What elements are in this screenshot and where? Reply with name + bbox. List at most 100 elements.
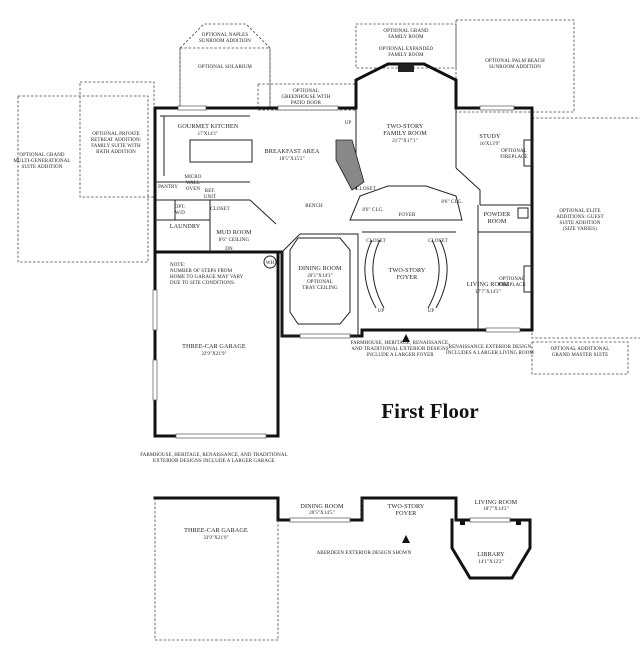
dining-dims: 20'5"X14'3" — [307, 274, 333, 279]
ab-dining-label: DINING ROOM — [300, 503, 344, 510]
garage-note-1: FARMHOUSE, HERITAGE, RENAISSANCE, AND TR… — [140, 453, 288, 458]
opt-elite-2: ADDITIONS: GUEST — [556, 215, 604, 220]
water-heater — [263, 255, 277, 269]
opt-multigen-2: MULTI-GENERATIONAL — [13, 159, 70, 164]
aberdeen-plan — [153, 496, 532, 641]
powder-label-2: ROOM — [488, 218, 507, 225]
ab-living-label: LIVING ROOM — [475, 499, 518, 506]
floor-title: First Floor — [381, 399, 478, 423]
opt-grand-family-1: OPTIONAL GRAND — [383, 29, 429, 34]
foyer-small: FOYER — [399, 213, 416, 218]
opt-naples-1: OPTIONAL NAPLES — [202, 33, 249, 38]
living-note-1: RENAISSANCE EXTERIOR DESIGN — [449, 345, 532, 350]
opt-elite-1: OPTIONAL ELITE — [559, 209, 600, 214]
opt-master-1: OPTIONAL ADDITIONAL — [551, 347, 610, 352]
ab-garage-label: THREE-CAR GARAGE — [184, 527, 248, 534]
opt-expanded-1: OPTIONAL EXPANDED — [379, 47, 434, 52]
opt-greenhouse-3: PATIO DOOR — [291, 101, 322, 106]
tray-ceiling — [289, 237, 351, 325]
optional-additions — [17, 19, 640, 375]
dn-label: DN — [225, 247, 233, 252]
fireplace-2b: FIREPLACE — [498, 283, 526, 288]
powder-label-1: POWDER — [484, 211, 511, 218]
kitchen-dims: 17'X14'1" — [198, 132, 219, 137]
fireplace-1b: FIREPLACE — [500, 155, 528, 160]
note-3: HOME TO GARAGE MAY VARY — [170, 275, 244, 280]
opt-expanded-2: FAMILY ROOM — [388, 53, 424, 58]
dining-tray-1: OPTIONAL — [307, 280, 333, 285]
ab-library-label: LIBRARY — [477, 551, 505, 558]
main-walls — [152, 62, 534, 439]
ab-dining-dims: 20'5"X14'5" — [309, 511, 335, 516]
opt-multigen-3: SUITE ADDITION — [22, 165, 63, 170]
dining-label: DINING ROOM — [298, 265, 342, 272]
ab-library-dims: 14'1"X12'2" — [478, 560, 504, 565]
opt-wd-2: W/D — [175, 211, 185, 216]
fireplace-1a: OPTIONAL — [501, 149, 527, 154]
family-label-1: TWO-STORY — [387, 123, 424, 130]
foyer-note-1: FARMHOUSE, HERITAGE, RENAISSANCE, — [350, 341, 449, 346]
breakfast-dims: 18'5"X15'2" — [279, 157, 305, 162]
up-3: UP — [428, 309, 435, 314]
dining-tray-2: TRAY CEILING — [302, 286, 338, 291]
study-dims: 16'X13'9" — [480, 142, 501, 147]
mud-ceiling: 8'6" CEILING — [219, 238, 250, 243]
family-label-2: FAMILY ROOM — [383, 130, 427, 137]
ab-foyer-1: TWO-STORY — [388, 503, 425, 510]
opt-elite-4: (SIZE VARIES) — [563, 227, 597, 232]
garage-note-2: EXTERIOR DESIGNS INCLUDE A LARGER GARAGE — [153, 459, 275, 464]
note-4: DUE TO SITE CONDITIONS. — [170, 281, 235, 286]
garage-label: THREE-CAR GARAGE — [182, 343, 246, 350]
stair-up — [335, 139, 365, 191]
opt-elite-3: SUITE ADDITION — [560, 221, 601, 226]
opt-retreat-1: OPTIONAL PRIVATE — [92, 132, 140, 137]
ref-1: REF. — [205, 189, 215, 194]
up-1: UP — [345, 121, 352, 126]
foyer-note-2: AND TRADITIONAL EXTERIOR DESIGNS — [351, 347, 448, 352]
note-1: NOTE: — [170, 263, 185, 268]
labels: OPTIONAL NAPLES SUNROOM ADDITION OPTIONA… — [13, 29, 609, 565]
up-2: UP — [378, 309, 385, 314]
ab-garage-dims: 33'9"X21'9" — [203, 536, 229, 541]
foyer-note-3: INCLUDE A LARGER FOYER — [366, 353, 434, 358]
opt-retreat-3: FAMILY SUITE WITH — [91, 144, 141, 149]
fireplace-2a: OPTIONAL — [499, 277, 525, 282]
fireplace-study — [523, 139, 533, 167]
opt-greenhouse-1: OPTIONAL — [293, 89, 319, 94]
mud-label: MUD ROOM — [216, 229, 252, 236]
living-label: LIVING ROOM — [467, 281, 510, 288]
closet-2: CLOSET — [356, 187, 376, 192]
opt-greenhouse-2: GREENHOUSE WITH — [281, 95, 330, 100]
opt-retreat-4: BATH ADDITION — [96, 150, 136, 155]
closet-1: CLOSET — [210, 207, 230, 212]
opt-palm-1: OPTIONAL PALM BEACH — [485, 59, 545, 64]
opt-retreat-2: RETREAT ADDITION/ — [91, 138, 142, 143]
opt-grand-family-2: FAMILY ROOM — [388, 35, 424, 40]
breakfast-label: BREAKFAST AREA — [265, 148, 320, 155]
living-note-2: INCLUDES A LARGER LIVING ROOM — [446, 351, 534, 356]
opt-multigen-1: OPTIONAL GRAND — [19, 153, 65, 158]
ceiling-left: 8'6" CLG. — [362, 208, 383, 213]
foyer-label-2: FOYER — [397, 274, 419, 281]
family-fireplace — [398, 64, 414, 72]
elite-outline — [531, 117, 640, 339]
family-dims: 21'7"X17'1" — [392, 139, 418, 144]
laundry-label: LAUNDRY — [170, 223, 201, 230]
grand-master-outline — [531, 341, 629, 375]
opt-master-2: GRAND MASTER SUITE — [552, 353, 609, 358]
opt-naples-2: SUNROOM ADDITION — [199, 39, 251, 44]
opt-palm-2: SUNROOM ADDITION — [489, 65, 541, 70]
ab-living-dims: 18'7"X14'3" — [483, 507, 509, 512]
bench-label: BENCH — [305, 204, 323, 209]
opt-wd-1: OPT. — [175, 205, 186, 210]
living-dims: 17'7"X14'3" — [475, 290, 501, 295]
multi-gen-outline — [17, 95, 149, 263]
palm-beach-outline — [455, 19, 575, 113]
kitchen-label: GOURMET KITCHEN — [178, 123, 239, 130]
micro-1: MICRO — [185, 175, 202, 180]
solarium-outline — [179, 47, 271, 109]
rotunda — [349, 185, 463, 221]
closet-4: CLOSET — [428, 239, 448, 244]
ceiling-right: 8'6" CLG. — [441, 200, 462, 205]
